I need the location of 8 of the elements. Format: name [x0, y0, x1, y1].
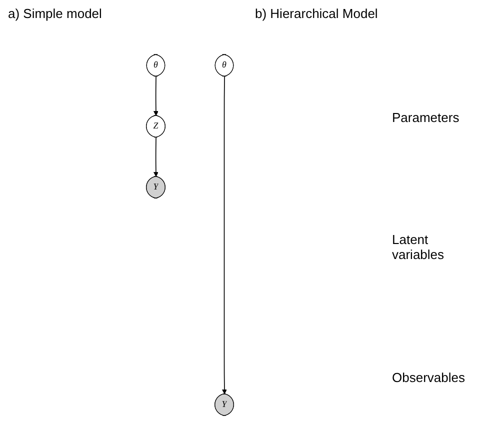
panel-heading: b) Hierarchical Model [255, 6, 378, 21]
level-label: Latent variables [392, 232, 446, 262]
panel-heading: a) Simple model [8, 6, 102, 21]
arrow [154, 76, 158, 116]
arrow [154, 137, 158, 177]
arrow [222, 76, 227, 394]
level-label: Observables [392, 370, 466, 385]
level-label: Parameters [392, 110, 460, 125]
